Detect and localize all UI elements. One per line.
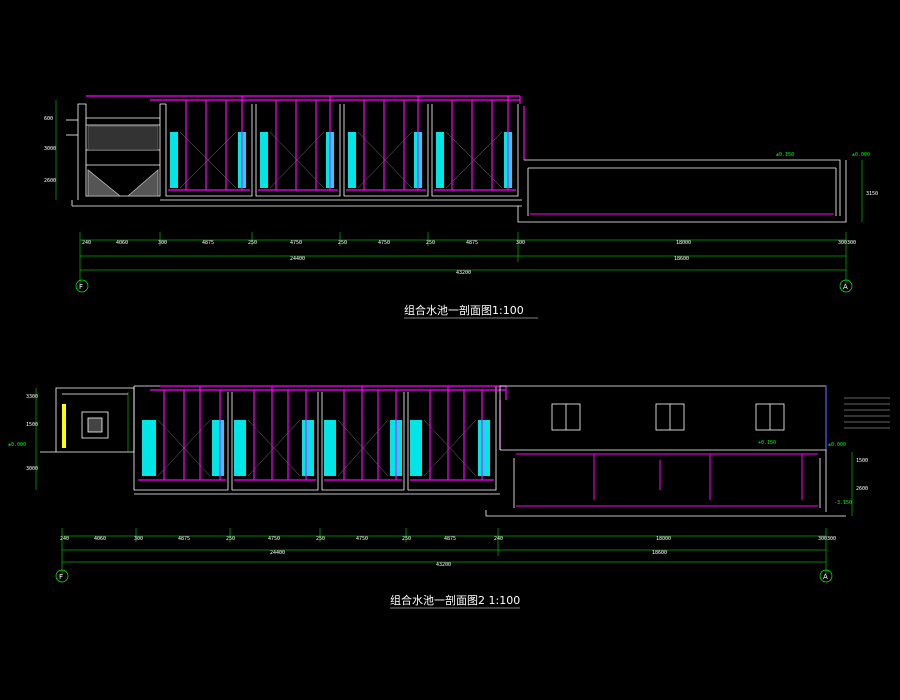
dim-labels-row2: 240 4060 300 4875 250 4750 250 4750 250 … — [60, 536, 836, 568]
dim-label: 18000 — [676, 240, 691, 246]
axis-bubble-right — [839, 279, 853, 293]
storage-pipes-row2 — [516, 453, 818, 507]
dim-label: 4060 — [116, 240, 128, 246]
dim-label: 250 — [402, 536, 411, 542]
dim-label: 4750 — [356, 536, 368, 542]
elevation-label: -3.150 — [834, 500, 852, 506]
water-fill-row1 — [170, 132, 512, 188]
vertical-dim-label: 3150 — [866, 191, 878, 197]
legend-block — [844, 397, 890, 429]
dim-label: 4875 — [444, 536, 456, 542]
section-2-drawing: ±0.000 +0.150 ±0.000 -3.150 3300 1500 30… — [8, 385, 890, 609]
dim-total-label: 43200 — [456, 270, 471, 276]
elevation-label: ±0.150 — [776, 152, 794, 158]
section-title: 组合水池一剖面图1:100 — [404, 303, 524, 317]
dim-label: 4875 — [466, 240, 478, 246]
dim-label: 240 — [60, 536, 69, 542]
dim-label: 300 — [838, 240, 847, 246]
vertical-dim-label: 2600 — [856, 486, 868, 492]
dim-label: 4750 — [378, 240, 390, 246]
dim-label: 240 — [82, 240, 91, 246]
dim-label: 300 — [818, 536, 827, 542]
dim-labels-row1: 240 4060 300 4875 250 4750 250 4750 250 … — [82, 240, 856, 276]
dim-label: 4060 — [94, 536, 106, 542]
section-1-drawing: ±0.150 ±0.000 600 3000 2600 3150 240 406… — [44, 95, 878, 319]
water-fill-row2 — [142, 420, 490, 476]
clarifier-tanks-row1 — [71, 104, 522, 207]
vertical-dim-label: 3000 — [26, 466, 38, 472]
horizontal-dimension-lines-row1 — [79, 232, 847, 284]
dim-label: 250 — [338, 240, 347, 246]
elevation-label: ±0.000 — [8, 442, 26, 448]
building-row2 — [499, 385, 827, 450]
axis-label: F — [59, 573, 63, 581]
filter-tank-left — [66, 103, 166, 200]
axis-label: A — [823, 573, 828, 581]
vertical-dimensions-row2 — [35, 388, 853, 516]
dim-label: 4875 — [178, 536, 190, 542]
vertical-dim-label: 1500 — [26, 422, 38, 428]
dim-label: 250 — [316, 536, 325, 542]
clarifier-tanks-row2 — [133, 385, 500, 495]
vertical-dim-label: 1500 — [856, 458, 868, 464]
elevation-label: ±0.000 — [828, 442, 846, 448]
section-title: 组合水池一剖面图2 1:100 — [390, 593, 520, 607]
storage-tank-row2 — [485, 449, 846, 517]
vertical-dim-label: 3000 — [44, 146, 56, 152]
axis-bubble-left — [55, 569, 69, 583]
dim-label: 300 — [134, 536, 143, 542]
dim-label: 300 — [516, 240, 525, 246]
axis-bubble-left — [75, 279, 89, 293]
axis-label: F — [79, 283, 83, 291]
vertical-dim-label: 600 — [44, 116, 53, 122]
dim-label: 300 — [847, 240, 856, 246]
dim-label: 250 — [226, 536, 235, 542]
pump-room — [40, 387, 135, 453]
dim-total-label: 24400 — [270, 550, 285, 556]
vertical-dim-label: 3300 — [26, 394, 38, 400]
dim-label: 250 — [426, 240, 435, 246]
filter-media-hatch — [87, 125, 159, 151]
dim-label: 300 — [827, 536, 836, 542]
pump-room-door — [62, 404, 66, 448]
dim-label: 4875 — [202, 240, 214, 246]
dim-total-label: 18600 — [652, 550, 667, 556]
dim-label: 4750 — [268, 536, 280, 542]
vertical-dim-label: 2600 — [44, 178, 56, 184]
dim-total-label: 18600 — [674, 256, 689, 262]
horizontal-dimension-lines-row2 — [61, 528, 827, 576]
dim-label: 250 — [248, 240, 257, 246]
module-diagonals-row1 — [179, 131, 503, 189]
module-diagonals-row2 — [157, 419, 477, 477]
dim-label: 4750 — [290, 240, 302, 246]
elevation-label: ±0.000 — [852, 152, 870, 158]
dim-total-label: 43200 — [436, 562, 451, 568]
pipes-row1 — [86, 95, 525, 191]
storage-tank-row1 — [517, 159, 847, 223]
dim-label: 18000 — [656, 536, 671, 542]
axis-label: A — [843, 283, 848, 291]
dim-total-label: 24400 — [290, 256, 305, 262]
axis-bubble-right — [819, 569, 833, 583]
elevation-label: +0.150 — [758, 440, 776, 446]
vertical-dimensions-row1 — [55, 100, 863, 222]
dim-label: 240 — [494, 536, 503, 542]
pipes-row2 — [138, 385, 507, 481]
dim-label: 300 — [158, 240, 167, 246]
